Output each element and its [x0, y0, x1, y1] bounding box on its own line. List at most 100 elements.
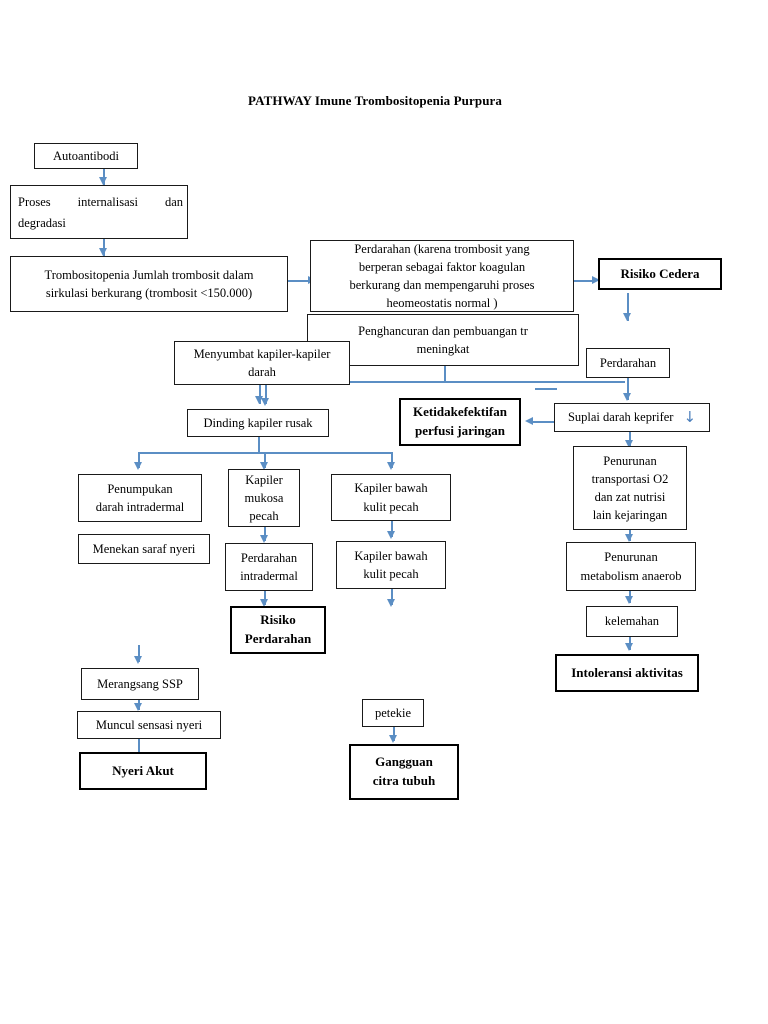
node-nyeri-akut-label: Nyeri Akut [112, 762, 174, 778]
node-penghancuran-line2: meningkat [416, 342, 470, 356]
node-ketidakefektifan-line2: perfusi jaringan [415, 423, 505, 438]
connector-penghancuran-stem [444, 352, 446, 382]
node-penumpukan-darah[interactable]: Penumpukan darah intradermal [78, 474, 202, 522]
node-penurunan-metabolism-anaerob[interactable]: Penurunan metabolism anaerob [566, 542, 696, 591]
down-arrow-icon: ↓ [683, 407, 697, 426]
node-kapiler-mukosa-pecah[interactable]: Kapiler mukosa pecah [228, 469, 300, 527]
node-muncul-sensasi-nyeri[interactable]: Muncul sensasi nyeri [77, 711, 221, 739]
arrowhead-branch-left [134, 462, 142, 470]
node-petekie[interactable]: petekie [362, 699, 424, 727]
node-risiko-cedera-label: Risiko Cedera [620, 265, 700, 281]
node-suplai-darah-keprifer[interactable]: Suplai darah keprifer ↓ [554, 403, 710, 432]
node-gangguan-line2: citra tubuh [372, 773, 436, 788]
node-nyeri-akut[interactable]: Nyeri Akut [79, 752, 207, 790]
node-penumpukan-line2: darah intradermal [95, 500, 185, 514]
node-autoantibodi-label: Autoantibodi [53, 148, 119, 163]
connector-kapiler-a-to-b [391, 521, 393, 537]
node-penghancuran-pembuangan[interactable]: Penghancuran dan pembuangan tr meningkat [307, 314, 579, 366]
arrowhead-kapiler-b-down [387, 599, 395, 607]
connector-risiko-cedera-to-perdarahan [627, 293, 629, 321]
connector-branch-mid [264, 452, 266, 468]
node-intoleransi-label: Intoleransi aktivitas [571, 664, 683, 680]
arrowhead-perdarahan-intradermal-to-risiko [260, 599, 268, 607]
arrowhead-autoantibodi-to-proses [99, 177, 107, 185]
node-dinding-kapiler-rusak[interactable]: Dinding kapiler rusak [187, 409, 329, 437]
node-trombositopenia-line1: Trombositopenia Jumlah trombosit dalam [44, 267, 254, 282]
node-gangguan-line1: Gangguan [375, 754, 433, 770]
connector-bus-to-ketidakefektifan [533, 421, 555, 423]
node-kapiler-bawah-1-line1: Kapiler bawah [354, 481, 428, 496]
node-risiko-perdarahan[interactable]: Risiko Perdarahan [230, 606, 326, 654]
arrowhead-merangsang-to-muncul [134, 703, 142, 711]
connector-suplai-to-penurunan-transportasi [629, 432, 631, 446]
connector-branch-left [138, 452, 140, 468]
node-ketidakefektifan-line1: Ketidakefektifan [413, 404, 507, 420]
node-perdarahan-intradermal-line2: intradermal [240, 569, 298, 583]
node-perdarahan-koagulan-line4: heomeostatis normal ) [386, 296, 498, 311]
arrowhead-branch-mid [260, 462, 268, 470]
node-trombositopenia-line2: sirkulasi berkurang (trombosit <150.000) [45, 286, 253, 300]
node-penurunan-metabolism-line1: Penurunan [604, 550, 658, 565]
connector-menekan-to-merangsang [138, 645, 140, 662]
connector-mukosa-to-perdarahan-intradermal [264, 527, 266, 541]
connector-petekie-to-gangguan [393, 727, 395, 741]
connector-autoantibodi-to-proses [103, 168, 105, 185]
arrowhead-branch-right [387, 462, 395, 470]
node-penurunan-transportasi-line3: dan zat nutrisi [594, 490, 666, 504]
node-perdarahan-intradermal-line1: Perdarahan [240, 550, 298, 565]
arrowhead-suplai-to-penurunan-transportasi [625, 440, 633, 448]
node-intoleransi-aktivitas[interactable]: Intoleransi aktivitas [555, 654, 699, 692]
connector-dinding-stem [258, 435, 260, 453]
arrowhead-menekan-to-merangsang [134, 656, 142, 664]
node-menyumbat-kapiler[interactable]: Menyumbat kapiler-kapiler darah [174, 341, 350, 385]
node-merangsang-ssp-label: Merangsang SSP [97, 676, 183, 691]
node-perdarahan-koagulan-line1: Perdarahan (karena trombosit yang [354, 241, 530, 256]
connector-perdarahan-to-risiko-cedera [574, 280, 594, 282]
node-merangsang-ssp[interactable]: Merangsang SSP [81, 668, 199, 700]
connector-trombositopenia-to-perdarahan [288, 280, 310, 282]
node-penurunan-transportasi-o2[interactable]: Penurunan transportasi O2 dan zat nutris… [573, 446, 687, 530]
node-kapiler-bawah-1-line2: kulit pecah [363, 499, 419, 514]
arrowhead-menyumbat-to-dinding [255, 396, 263, 404]
node-kapiler-bawah-kulit-pecah-1[interactable]: Kapiler bawah kulit pecah [331, 474, 451, 521]
node-penghancuran-line1: Penghancuran dan pembuangan tr [358, 323, 528, 338]
node-perdarahan-intradermal[interactable]: Perdarahan intradermal [225, 543, 313, 591]
node-kapiler-bawah-kulit-pecah-2[interactable]: Kapiler bawah kulit pecah [336, 541, 446, 589]
arrowhead-kelemahan-to-intoleransi [625, 643, 633, 651]
node-perdarahan-koagulan-line2: berperan sebagai faktor koagulan [358, 259, 526, 274]
node-ketidakefektifan-perfusi[interactable]: Ketidakefektifan perfusi jaringan [399, 398, 521, 446]
node-dinding-kapiler-label: Dinding kapiler rusak [203, 415, 313, 430]
node-perdarahan[interactable]: Perdarahan [586, 348, 670, 378]
connector-horizontal-bus [287, 381, 625, 383]
node-penurunan-transportasi-line1: Penurunan [603, 453, 657, 468]
node-menekan-saraf-label: Menekan saraf nyeri [92, 541, 196, 556]
node-petekie-label: petekie [374, 705, 412, 720]
node-autoantibodi[interactable]: Autoantibodi [34, 143, 138, 169]
node-gangguan-citra-tubuh[interactable]: Gangguan citra tubuh [349, 744, 459, 800]
node-risiko-perdarahan-line1: Risiko [260, 612, 296, 628]
node-perdarahan-koagulan[interactable]: Perdarahan (karena trombosit yang berper… [310, 240, 574, 312]
node-kapiler-mukosa-line3: pecah [249, 509, 279, 524]
arrowhead-menyumbat-to-dinding-2 [261, 398, 269, 406]
node-penurunan-metabolism-line2: metabolism anaerob [580, 568, 682, 583]
node-kapiler-bawah-2-line2: kulit pecah [363, 567, 419, 581]
node-kapiler-mukosa-line2: mukosa [244, 490, 284, 505]
node-kelemahan[interactable]: kelemahan [586, 606, 678, 637]
arrowhead-perdarahan-to-risiko-cedera [592, 276, 600, 284]
node-kapiler-bawah-2-line1: Kapiler bawah [354, 548, 428, 563]
node-proses-internalisasi[interactable]: Proses internalisasi dan degradasi [10, 185, 188, 239]
node-menekan-saraf-nyeri[interactable]: Menekan saraf nyeri [78, 534, 210, 564]
arrowhead-transportasi-to-metabolism [625, 534, 633, 542]
node-trombositopenia[interactable]: Trombositopenia Jumlah trombosit dalam s… [10, 256, 288, 312]
arrowhead-metabolism-to-kelemahan [625, 596, 633, 604]
node-suplai-darah-label: Suplai darah keprifer [567, 410, 674, 425]
arrowhead-kapiler-a-to-b [387, 531, 395, 539]
node-penurunan-transportasi-line4: lain kejaringan [592, 508, 668, 523]
node-risiko-perdarahan-line2: Perdarahan [244, 631, 312, 646]
node-risiko-cedera[interactable]: Risiko Cedera [598, 258, 722, 290]
connector-muncul-to-nyeri-akut [138, 739, 140, 752]
connector-menyumbat-to-dinding [259, 382, 261, 404]
node-proses-internalisasi-text: Proses internalisasi dan degradasi [18, 192, 183, 235]
connector-stub-segment [535, 388, 557, 390]
